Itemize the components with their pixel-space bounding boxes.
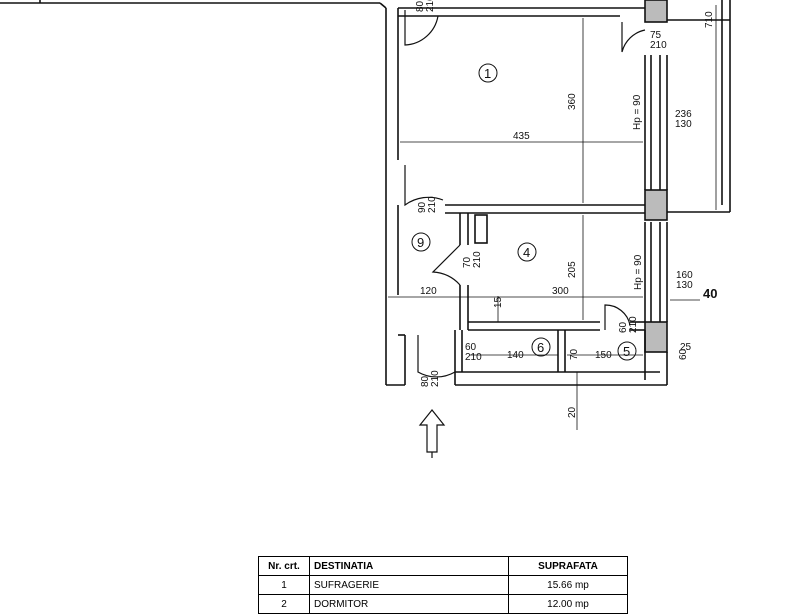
room-1-label: 1 [484,66,491,81]
dim-120: 120 [420,286,437,297]
dim-40: 40 [703,286,717,301]
dim-door-left-mid: 90210 [417,196,438,213]
dim-300: 300 [552,286,569,297]
room-1-circle [478,63,498,83]
walls [0,0,731,386]
room-9-circle [411,232,431,252]
legend-table: Nr. crt. DESTINATIA SUPRAFATA 1 SUFRAGER… [258,556,628,614]
room-6-circle [531,337,551,357]
legend-cell-sup: 12.00 mp [508,594,628,614]
legend-row: 2 DORMITOR 12.00 mp [258,594,628,614]
room-6-label: 6 [537,340,544,355]
dim-door-70: 70210 [462,251,483,268]
dim-70: 70 [569,348,580,360]
room-5-label: 5 [623,344,630,359]
dim-360: 360 [567,93,578,110]
dimension-lines [388,5,717,430]
legend-header-dest: DESTINATIA [309,556,509,576]
legend-cell-nr: 2 [258,594,310,614]
legend-header-sup: SUPRAFATA [508,556,628,576]
legend-header-nr: Nr. crt. [258,556,310,576]
room-5-circle [617,341,637,361]
dim-door-top-left: 80210 [415,0,436,12]
legend-cell-dest: SUFRAGERIE [309,575,509,595]
dim-25: 25 [680,342,692,353]
dim-hp-90-top: Hp = 90 [632,94,643,130]
dim-15: 15 [493,296,504,308]
dim-205: 205 [567,261,578,278]
dim-140: 140 [507,350,524,361]
dim-h-60-right: 60 [678,348,689,360]
legend-cell-nr: 1 [258,575,310,595]
dim-710: 710 [704,11,715,28]
dim-20: 20 [567,406,578,418]
door-swings [404,10,646,378]
dim-door-entry: 80210 [420,370,441,387]
dim-hp-90-bot: Hp = 90 [633,254,644,290]
dim-150: 150 [595,350,612,361]
legend-row: 1 SUFRAGERIE 15.66 mp [258,575,628,595]
entry-arrow-icon [418,409,446,458]
room-4-label: 4 [523,245,530,260]
dim-435: 435 [513,131,530,142]
legend-header-row: Nr. crt. DESTINATIA SUPRAFATA [258,556,628,576]
dim-door-60-right: 60210 [618,316,639,333]
legend-cell-dest: DORMITOR [309,594,509,614]
legend-cell-sup: 15.66 mp [508,575,628,595]
room-4-circle [517,242,537,262]
room-9-label: 9 [417,235,424,250]
floor-plan-drawing: 1 4 5 6 9 80210 710 360 Hp = 90 90210 20… [0,0,731,458]
